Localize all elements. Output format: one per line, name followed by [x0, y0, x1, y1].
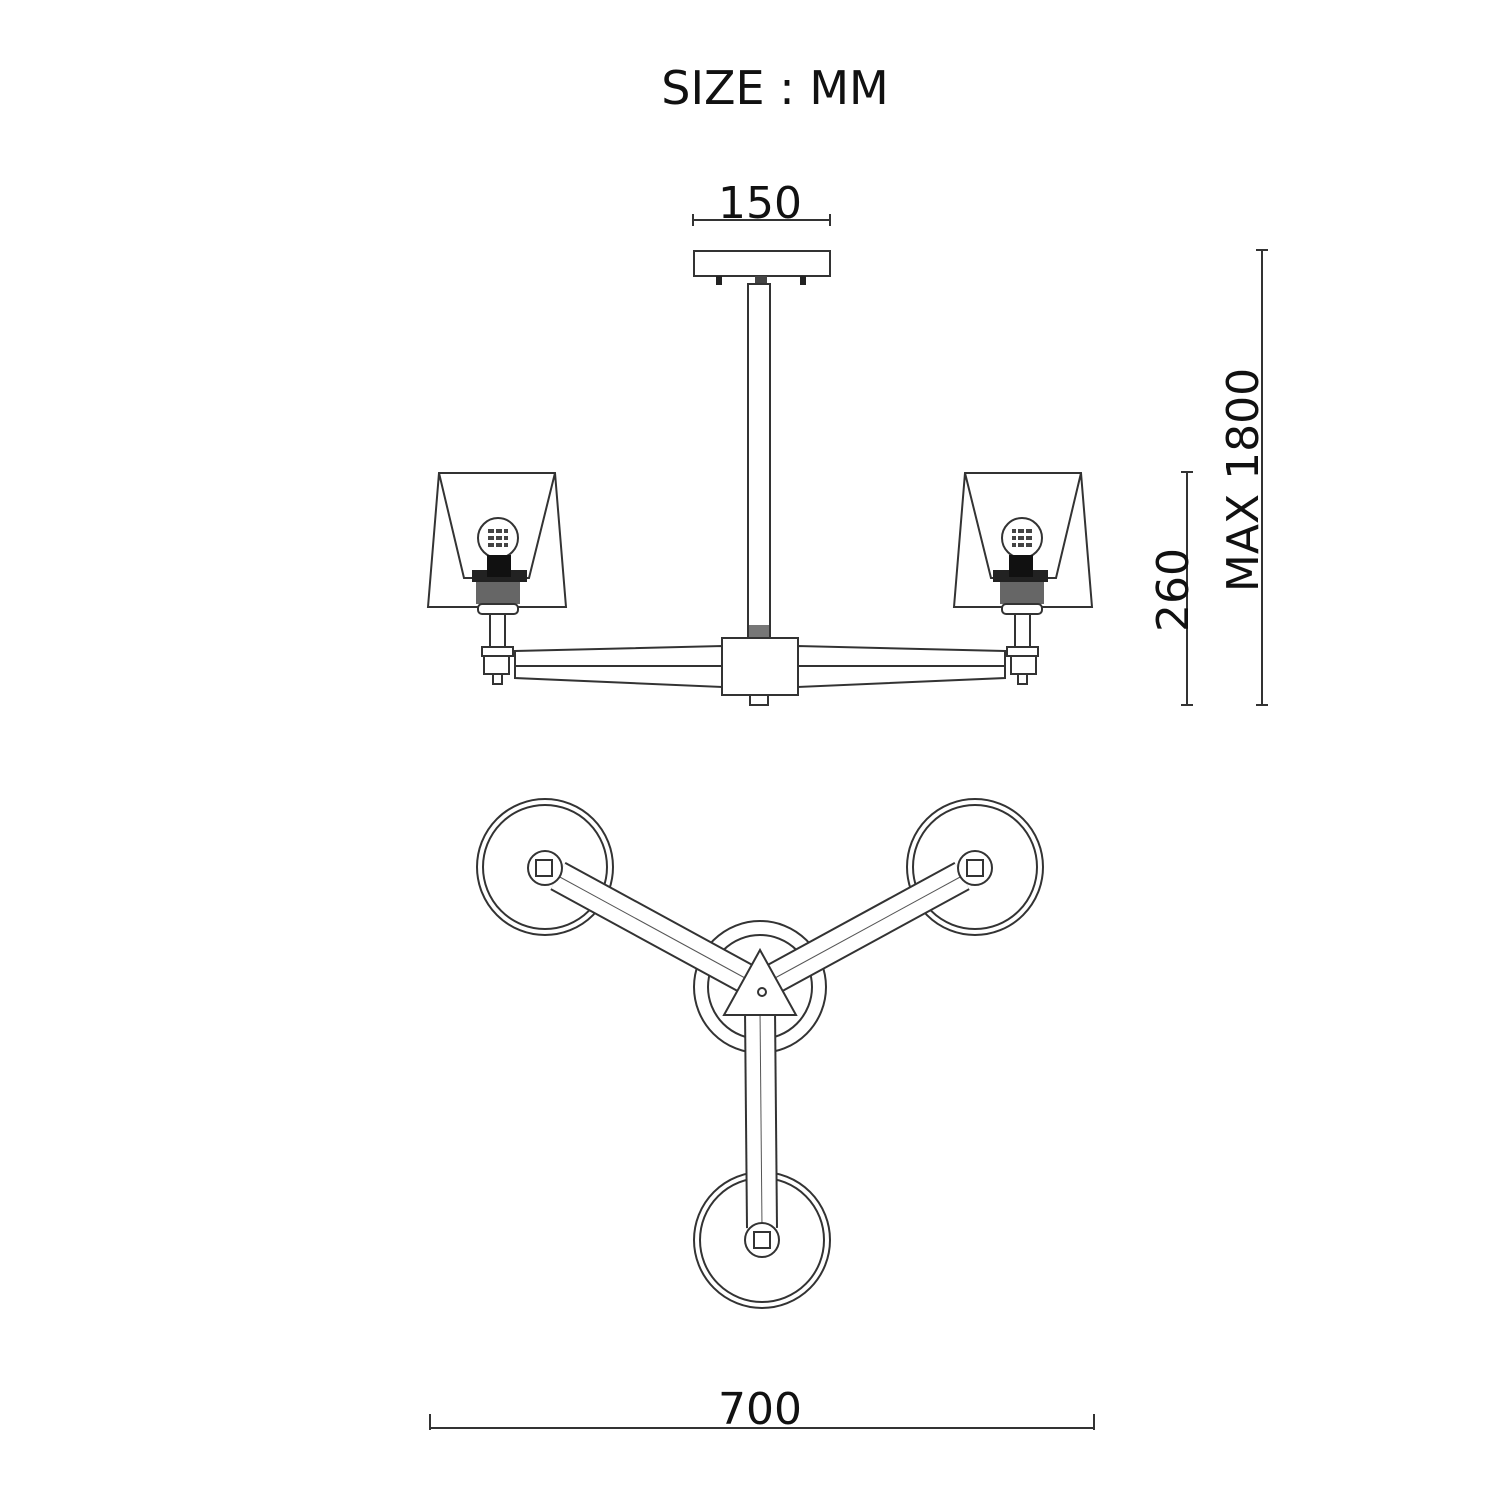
drawing-title: SIZE : MM [661, 61, 888, 115]
canopy-width-label: 150 [718, 178, 802, 229]
shade-height-label: 260 [1148, 548, 1199, 632]
top-view [476, 798, 1044, 1309]
center-hub [721, 637, 799, 696]
stem [747, 283, 771, 639]
overall-width-label: 700 [718, 1384, 802, 1435]
shade-height-dimension: 260 [1148, 471, 1199, 706]
right-lamp [952, 472, 1094, 685]
arms-top [550, 861, 970, 1229]
max-height-label: MAX 1800 [1218, 368, 1269, 592]
center-triangle [722, 947, 798, 1016]
canopy [693, 250, 831, 277]
side-view [426, 250, 1094, 706]
overall-width-dimension: 700 [429, 1384, 1095, 1435]
left-lamp [426, 472, 568, 685]
socket-top [527, 850, 993, 1258]
max-height-dimension: MAX 1800 [1218, 249, 1269, 706]
canopy-width-dimension: 150 [692, 178, 831, 229]
